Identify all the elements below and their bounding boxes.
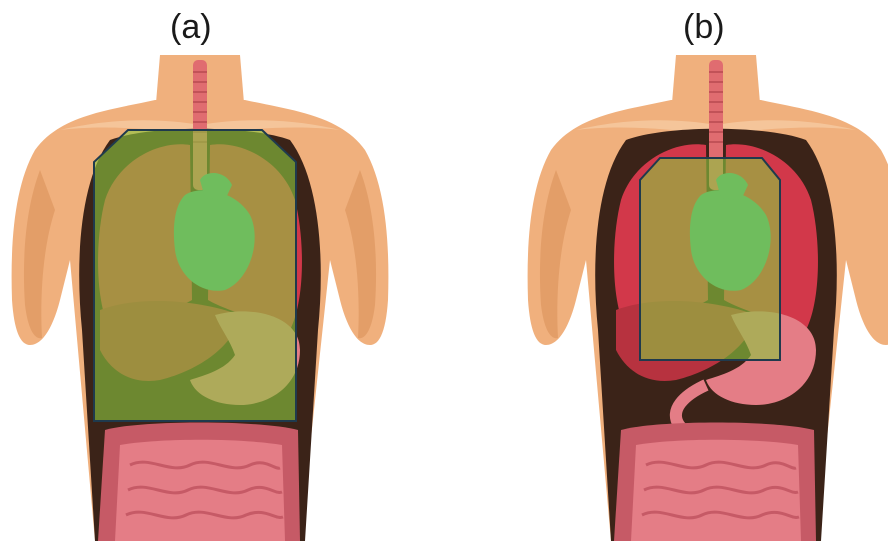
highlight-region xyxy=(640,158,780,360)
torso-figure-a xyxy=(0,0,444,541)
small-intestine xyxy=(631,440,801,541)
small-intestine xyxy=(115,440,285,541)
highlight-region xyxy=(94,130,296,421)
torso-figure-b xyxy=(444,0,888,541)
